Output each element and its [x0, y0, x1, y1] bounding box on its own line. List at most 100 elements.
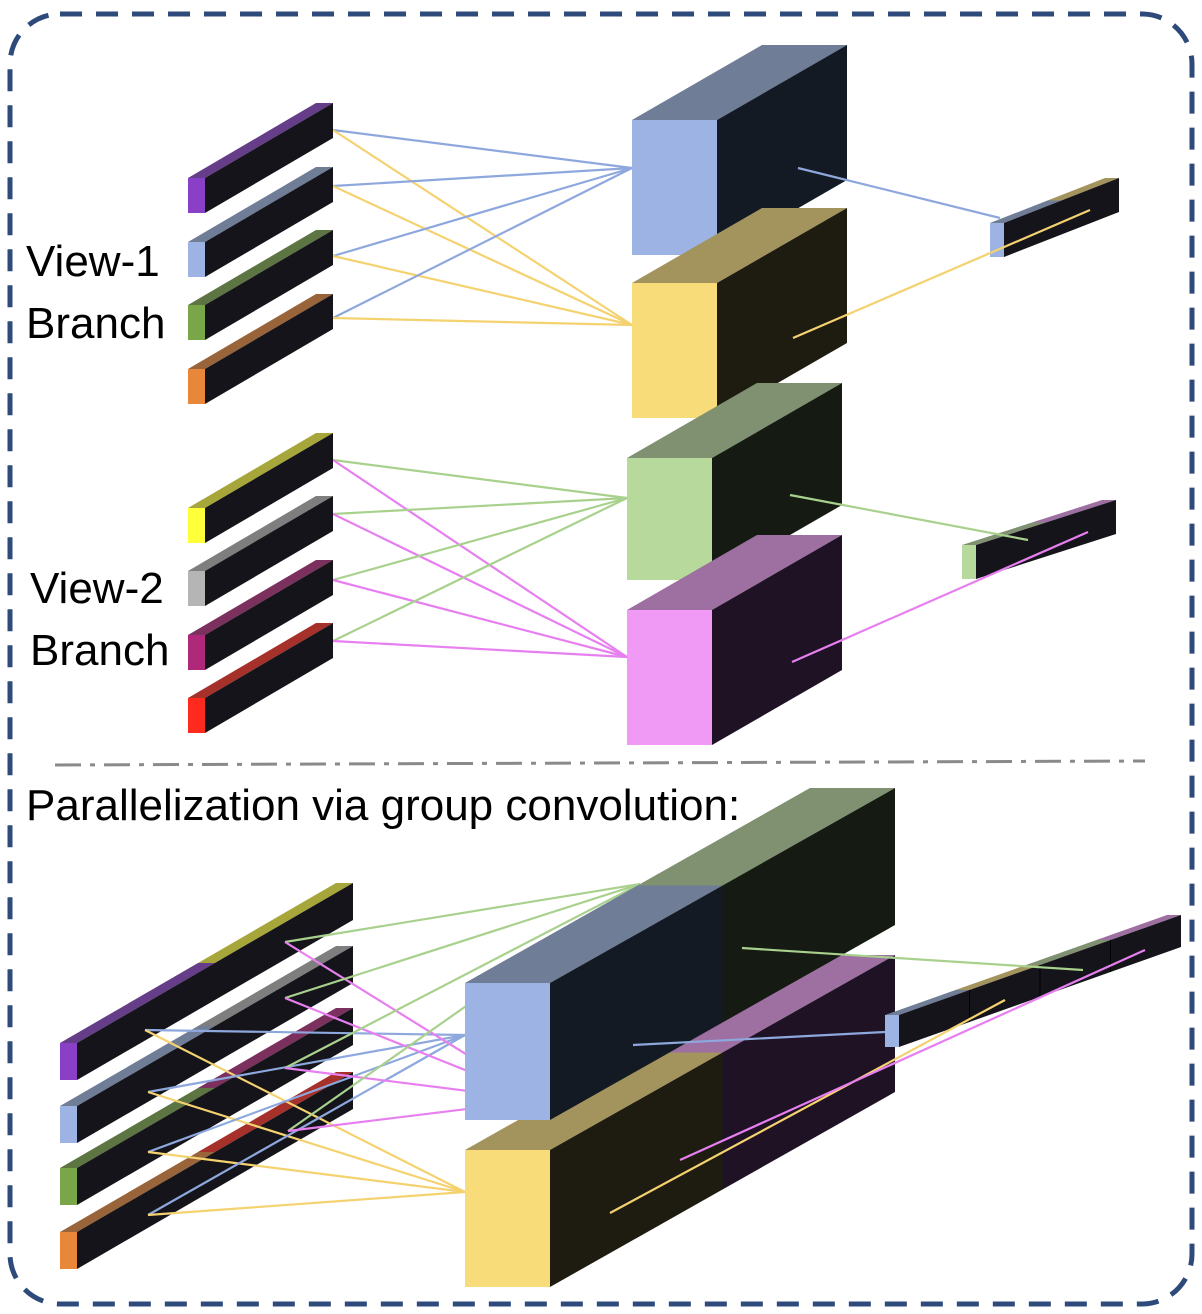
grouped-connection-lines — [144, 882, 641, 1217]
line-v1-to-blue-kernel — [332, 128, 633, 170]
grouped-cube-blue-sage-front — [465, 983, 550, 1120]
line-v1-to-blue-kernel — [332, 166, 633, 258]
grouped-output-front — [885, 1015, 899, 1047]
view2-bar-gray — [188, 496, 333, 606]
grouped-bar-purple-yellow-top-a — [60, 963, 215, 1043]
line-v1-to-blue-kernel — [332, 167, 633, 319]
view2-output-bar — [962, 500, 1116, 579]
view2-bar-plum — [188, 560, 333, 670]
grouped-bar-orange-red-top-b — [198, 1072, 353, 1152]
group-caption: Parallelization via group convolution: — [26, 781, 740, 830]
blue-kernel-cube-front — [632, 120, 717, 255]
grouped-line-view1-to-gold — [147, 1190, 466, 1217]
view1-output-bar-top-a — [990, 200, 1062, 223]
line-v2-to-pink-kernel — [332, 459, 628, 658]
view2-bar-red-side — [205, 623, 333, 733]
line-v2-to-pink-kernel — [332, 639, 628, 659]
view2-bar-yellow — [188, 433, 333, 543]
pink-kernel-cube-top — [627, 535, 842, 610]
section-separator — [54, 759, 1146, 767]
grouped-output-lines — [609, 946, 1146, 1214]
sage-kernel-cube-side — [712, 383, 842, 580]
line-v1-to-gold-kernel — [332, 185, 633, 326]
view1-output-bar-top-b — [1047, 178, 1119, 201]
grouped-line-view1-to-gold — [147, 1150, 466, 1194]
view1-bar-green — [188, 230, 333, 340]
grouped-cube-blue-sage-side-b — [722, 788, 895, 1023]
view1-bar-orange-side — [205, 294, 333, 404]
grouped-bar-orange-red-side — [77, 1072, 353, 1269]
pink-kernel-cube-front — [627, 610, 712, 745]
grouped-line-view1-to-blue — [147, 1034, 466, 1216]
branch-outputs — [962, 178, 1119, 579]
view2-bar-plum-side — [205, 560, 333, 670]
view1-bar-purple-front — [188, 178, 205, 213]
branch-kernels — [627, 45, 847, 745]
blue-kernel-cube-side — [717, 45, 847, 255]
view1-bar-orange — [188, 294, 333, 404]
grouped-bar-orange-red-top-a — [60, 1152, 215, 1232]
view2-output-bar-top-a — [962, 522, 1046, 545]
view1-bar-blue — [188, 167, 333, 277]
sage-kernel-cube-top — [627, 383, 842, 458]
sage-kernel-cube — [627, 383, 842, 580]
line-blue-kernel-to-output — [797, 166, 1001, 220]
grouped-line-view1-to-blue — [144, 1028, 466, 1037]
line-v1-to-gold-kernel — [332, 254, 633, 327]
grouped-bar-blue-gray-top-b — [198, 946, 353, 1026]
view1-bar-blue-front — [188, 242, 205, 277]
grouped-line-sage-to-output — [741, 946, 1084, 972]
grouped-output-top-0 — [885, 990, 970, 1015]
grouped-output-bar — [885, 915, 1181, 1047]
view2-bar-red — [188, 623, 333, 733]
view2-bar-yellow-top — [188, 433, 333, 508]
grouped-output-top-1 — [955, 965, 1040, 990]
view2-bar-red-top — [188, 623, 333, 698]
grouped-bar-green-plum — [60, 1008, 353, 1205]
grouped-bar-orange-red — [60, 1072, 353, 1269]
blue-kernel-cube-top — [632, 45, 847, 120]
grouped-line-view1-to-gold — [147, 1090, 466, 1194]
grouped-bar-blue-gray-side — [77, 946, 353, 1143]
line-pink-kernel-to-output — [791, 530, 1089, 664]
line-sage-kernel-to-output — [789, 493, 1029, 542]
line-v1-to-blue-kernel — [332, 166, 633, 188]
view1-bar-purple — [188, 103, 333, 213]
view2-bar-gray-front — [188, 571, 205, 606]
view2-output-bar-top-b — [1032, 500, 1116, 523]
view1-bar-orange-top — [188, 294, 333, 369]
line-v2-to-pink-kernel — [332, 578, 628, 659]
grouped-bar-purple-yellow-front — [60, 1043, 77, 1080]
grouped-output-top-2 — [1026, 940, 1111, 965]
line-v2-to-sage-kernel — [332, 496, 628, 516]
view2-bar-yellow-side — [205, 433, 333, 543]
grouped-output-top-3 — [1096, 915, 1181, 940]
grouped-cube-blue-sage-top-a — [465, 885, 723, 983]
gold-kernel-cube-front — [632, 283, 717, 418]
line-v1-to-gold-kernel — [332, 129, 633, 326]
view1-label-line2: Branch — [26, 299, 165, 348]
view1-bar-blue-side — [205, 167, 333, 277]
blue-kernel-cube — [632, 45, 847, 255]
grouped-line-blue-to-output — [632, 1030, 886, 1047]
grouped-cube-gold-pink-side-b — [722, 955, 895, 1190]
dashed-frame — [7, 11, 1195, 1307]
pink-kernel-cube — [627, 535, 842, 745]
view2-bar-gray-top — [188, 496, 333, 571]
grouped-bar-orange-red-front — [60, 1232, 77, 1269]
grouped-bar-green-plum-top-a — [60, 1088, 215, 1168]
view1-bar-purple-top — [188, 103, 333, 178]
sage-kernel-cube-front — [627, 458, 712, 580]
kernel-to-output-lines — [789, 166, 1091, 664]
view2-bar-plum-top — [188, 560, 333, 635]
pink-kernel-cube-side — [712, 535, 842, 745]
grouped-bar-green-plum-side — [77, 1008, 353, 1205]
grouped-bar-green-plum-front — [60, 1168, 77, 1205]
view2-output-bar-side — [976, 500, 1116, 579]
grouped-cube-gold-pink-top-a — [465, 1052, 723, 1150]
top-connection-lines — [332, 128, 633, 659]
view2-label-line2: Branch — [30, 626, 169, 675]
grouped-line-gold-to-output — [609, 999, 1006, 1214]
line-v2-to-sage-kernel — [332, 497, 628, 642]
